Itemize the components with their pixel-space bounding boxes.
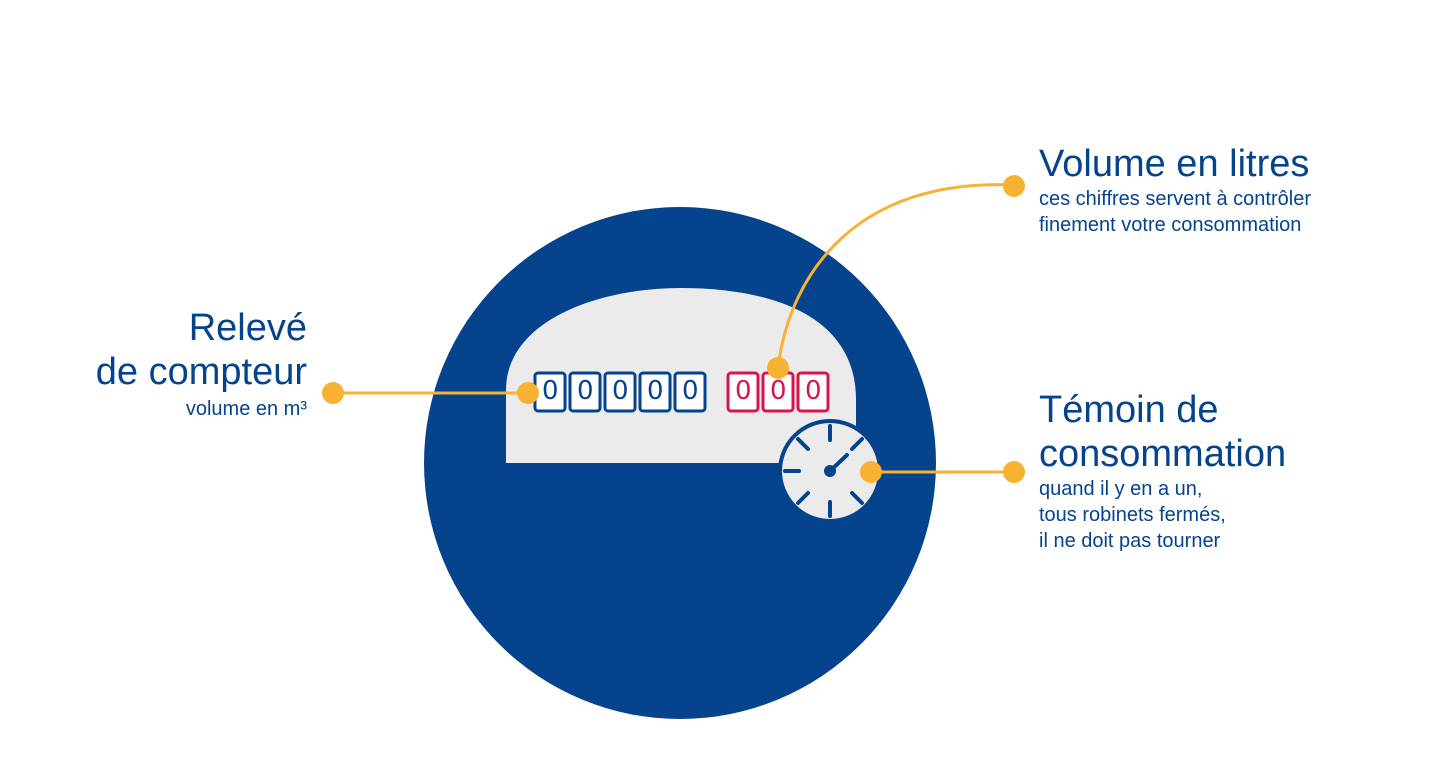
litre-digit: 0 — [805, 376, 822, 406]
meter-reading-title-line2: de compteur — [95, 351, 307, 393]
litre-volume-line2: finement votre consommation — [1039, 214, 1302, 236]
callout-connectors — [333, 183, 1015, 474]
cubic-digit: 0 — [647, 376, 664, 406]
litre-digit-boxes — [726, 371, 830, 413]
consumption-indicator-label: Témoin de consommation quand il y en a u… — [1039, 388, 1286, 554]
litre-volume-line1: ces chiffres servent à contrôler — [1039, 188, 1311, 210]
consumption-indicator-title-line1: Témoin de — [1039, 389, 1219, 431]
litre-digit: 0 — [770, 376, 787, 406]
cubic-digit: 0 — [612, 376, 629, 406]
consumption-indicator-line2: tous robinets fermés, — [1039, 504, 1226, 526]
cubic-digit: 0 — [682, 376, 699, 406]
litre-volume-label: Volume en litres ces chiffres servent à … — [1039, 142, 1311, 238]
litre-digit: 0 — [735, 376, 752, 406]
consumption-indicator-line1: quand il y en a un, — [1039, 478, 1203, 500]
litre-volume-title: Volume en litres — [1039, 143, 1310, 185]
consumption-indicator-line3: il ne doit pas tourner — [1039, 530, 1221, 552]
meter-reading-label: Relevé de compteur volume en m³ — [96, 306, 307, 422]
consumption-indicator-title-line2: consommation — [1039, 433, 1287, 475]
meter-reading-subtitle: volume en m³ — [185, 398, 307, 420]
meter-reading-title-line1: Relevé — [188, 307, 307, 349]
callout-dots — [322, 175, 1025, 483]
cubic-digit: 0 — [577, 376, 594, 406]
cubic-digit: 0 — [542, 376, 559, 406]
